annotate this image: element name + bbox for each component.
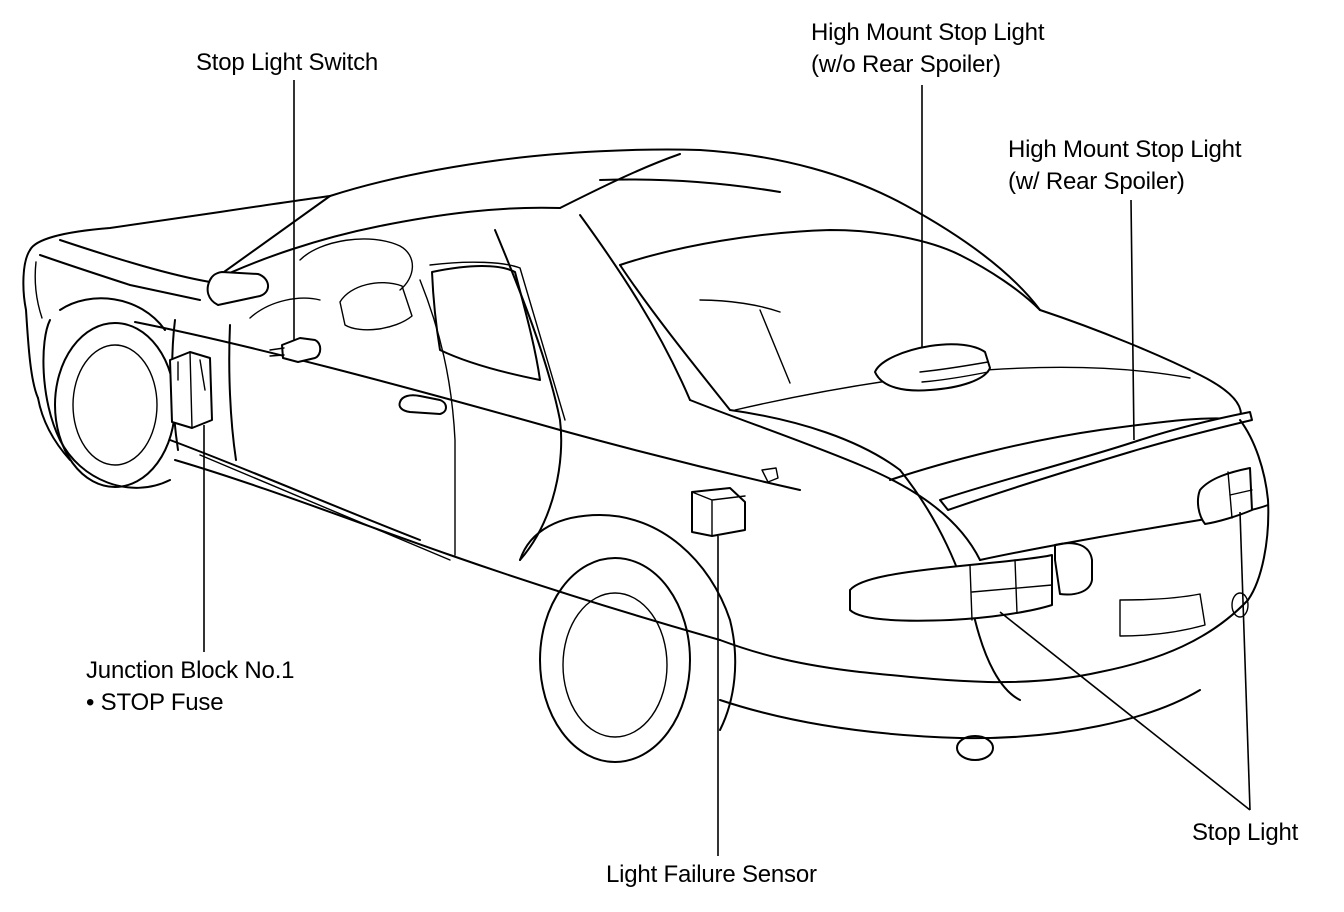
label-hmsl-no-spoiler-line2: (w/o Rear Spoiler): [811, 51, 1001, 78]
label-junction-block-line2: • STOP Fuse: [86, 689, 224, 716]
side-mirror: [206, 271, 269, 306]
car-body: [22, 148, 1270, 763]
label-hmsl-spoiler-line1: High Mount Stop Light: [1008, 136, 1242, 163]
tail-light-left: [849, 554, 1053, 622]
leader-lines: [203, 80, 1251, 856]
junction-block-part: [169, 351, 213, 429]
label-hmsl-no-spoiler-line1: High Mount Stop Light: [811, 19, 1045, 46]
label-hmsl-spoiler-line2: (w/ Rear Spoiler): [1008, 168, 1185, 195]
exhaust-tip: [956, 735, 994, 761]
label-junction-block-line1: Junction Block No.1: [86, 657, 295, 684]
label-stop-light: Stop Light: [1192, 819, 1299, 846]
door-handle: [398, 394, 447, 415]
rear-wheel: [539, 557, 691, 763]
label-stop-light-switch: Stop Light Switch: [196, 49, 379, 76]
rear-spoiler: [939, 411, 1253, 511]
light-failure-sensor-part: [691, 487, 746, 537]
hmsl-roof-part: [874, 343, 991, 392]
tail-light-right: [1196, 467, 1253, 525]
stop-light-switch-part: [269, 337, 322, 363]
label-light-failure-sensor: Light Failure Sensor: [606, 861, 817, 888]
